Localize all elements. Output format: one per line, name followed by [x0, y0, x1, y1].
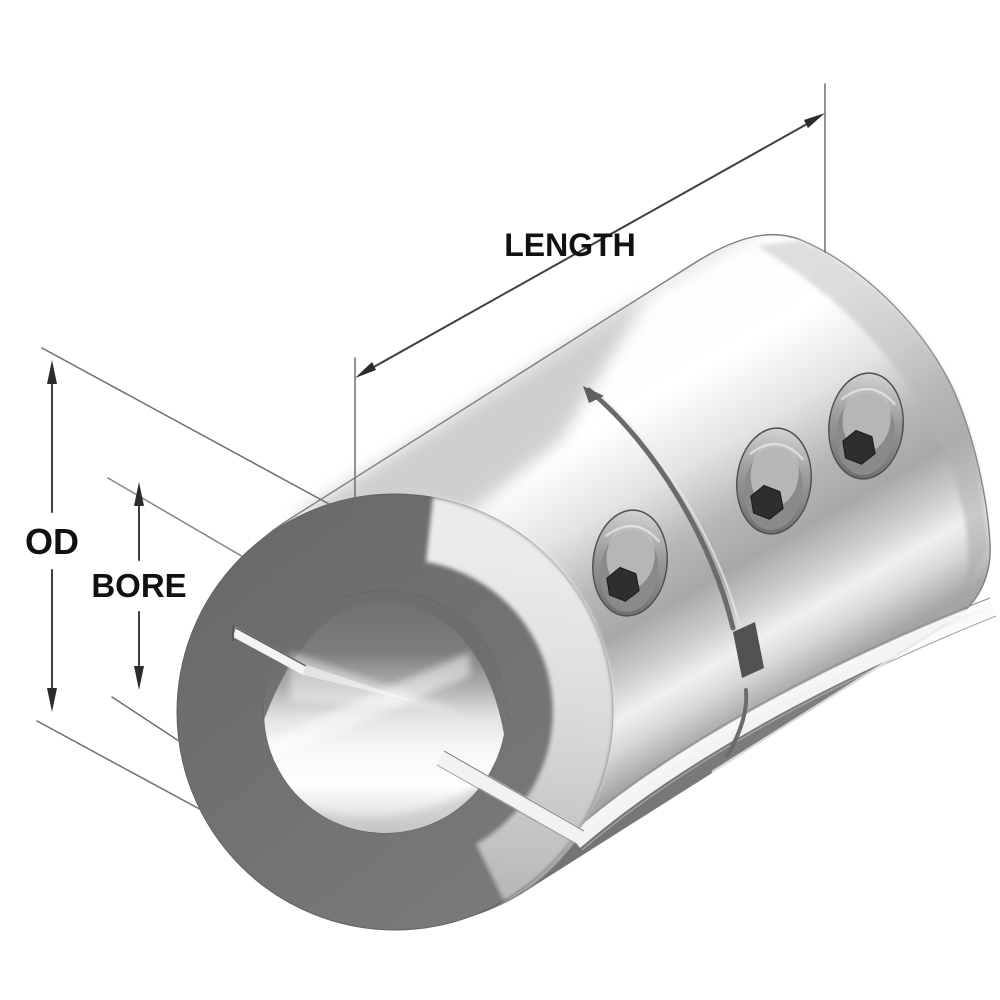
coupling-body — [176, 233, 997, 931]
bore-far-wall-shadow — [264, 591, 506, 765]
length-dimension-line — [371, 123, 808, 369]
length-arrowhead-left — [355, 362, 376, 378]
bore-extension-line-top — [107, 477, 328, 607]
od-extension-line-bottom — [36, 720, 206, 813]
bore-highlight-streak — [264, 652, 470, 766]
bore-label: BORE — [91, 567, 186, 604]
split-line-notch — [583, 386, 604, 403]
end-face-bevel — [757, 240, 988, 588]
length-label: LENGTH — [504, 227, 636, 263]
bore-dimension — [107, 477, 328, 744]
od-arrowhead-top — [47, 360, 57, 384]
bottom-edge-highlight — [711, 621, 949, 774]
bore-arrowhead-bottom — [134, 666, 144, 690]
bore-arrowhead-top — [134, 482, 144, 506]
od-label: OD — [25, 521, 79, 562]
od-dimension — [36, 347, 330, 813]
face-chamfer-highlight — [426, 497, 614, 901]
split-line-bottom — [725, 688, 749, 758]
clamp-gap-band — [570, 600, 996, 848]
split-line-top — [586, 387, 736, 631]
face-split-gap-right — [436, 750, 585, 846]
bore-extension-line-bottom — [111, 696, 183, 744]
face-split-slot-left — [232, 625, 420, 703]
front-top-shade — [293, 295, 648, 545]
od-arrowhead-bottom — [47, 688, 57, 712]
od-extension-line-top — [41, 347, 330, 505]
length-arrowhead-right — [804, 113, 825, 128]
length-dimension — [354, 83, 826, 549]
split-gap-slot — [733, 622, 764, 678]
